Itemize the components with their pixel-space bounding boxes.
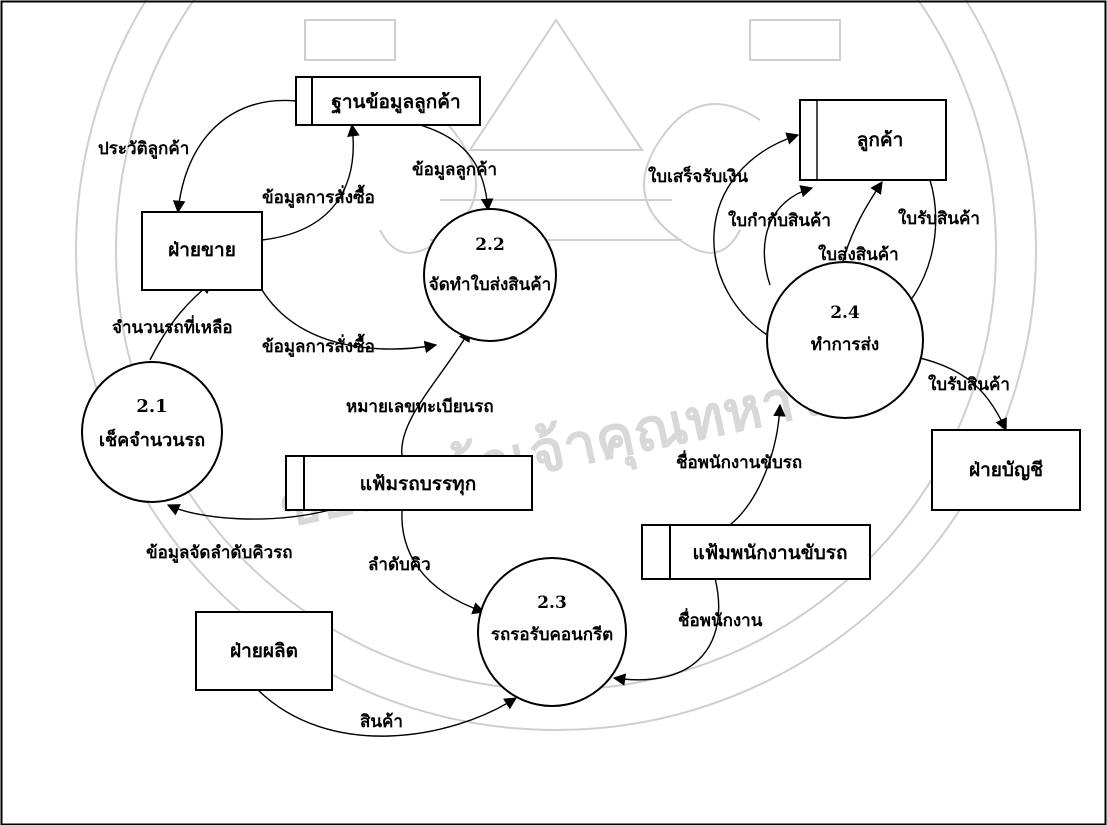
entity-customer: ลูกค้า	[799, 99, 947, 181]
flow-customer-info	[419, 124, 494, 212]
process-2-1-name: เช็คจำนวนรถ	[99, 428, 205, 451]
process-2-1: 2.1 เช็คจำนวนรถ	[81, 361, 223, 503]
label-order-info-mid: ข้อมูลการสั่งซื้อ	[262, 333, 375, 358]
label-order-info-top: ข้อมูลการสั่งซื้อ	[262, 184, 375, 209]
datastore-driver-file: แฟ้มพนักงานขับรถ	[641, 524, 871, 580]
flow-order-info-top	[261, 123, 360, 241]
label-invoice: ใบกำกับสินค้า	[728, 210, 831, 231]
label-delivery-note: ใบส่งสินค้า	[818, 244, 899, 265]
process-2-2-number: 2.2	[475, 235, 505, 255]
process-2-3: 2.3 รถรอรับคอนกรีต	[477, 557, 627, 707]
watermark-text: ข้อมเกล้าเจ้าคุณทหาร	[273, 359, 831, 544]
entity-sales: ฝ่ายขาย	[141, 211, 263, 291]
entity-production-label: ฝ่ายผลิต	[230, 640, 298, 662]
label-queue: ลำดับคิว	[368, 555, 431, 575]
flow-license-plate	[401, 328, 471, 457]
label-goods-receipt-1: ใบรับสินค้า	[898, 208, 980, 229]
label-customer-history: ประวัติลูกค้า	[98, 139, 189, 160]
flow-goods	[257, 689, 518, 737]
flow-queue-info	[166, 504, 331, 520]
datastore-truck-file: แฟ้มรถบรรทุก	[285, 455, 533, 511]
datastore-customer-db: ฐานข้อมูลลูกค้า	[295, 76, 481, 126]
flow-delivery-note	[839, 180, 883, 273]
flow-driver-name-full	[729, 403, 786, 526]
label-goods: สินค้า	[360, 712, 403, 732]
flow-receipt	[713, 132, 800, 341]
entity-accounting: ฝ่ายบัญชี	[931, 429, 1081, 511]
entity-customer-label: ลูกค้า	[857, 129, 904, 152]
process-2-4-number: 2.4	[830, 303, 860, 323]
label-driver-name: ชื่อพนักงาน	[678, 608, 763, 631]
entity-production: ฝ่ายผลิต	[195, 611, 333, 691]
entity-sales-label: ฝ่ายขาย	[168, 239, 236, 261]
process-2-2: 2.2 จัดทำใบส่งสินค้า	[423, 208, 557, 342]
process-2-4: 2.4 ทำการส่ง	[766, 261, 924, 419]
entity-accounting-label: ฝ่ายบัญชี	[969, 459, 1043, 481]
process-2-4-name: ทำการส่ง	[811, 335, 879, 355]
label-goods-receipt-2: ใบรับสินค้า	[928, 374, 1010, 395]
datastore-truck-file-label: แฟ้มรถบรรทุก	[360, 473, 476, 496]
process-2-2-name: จัดทำใบส่งสินค้า	[429, 274, 551, 295]
flow-driver-name	[612, 577, 720, 686]
label-remaining-trucks: จำนวนรถที่เหลือ	[112, 315, 233, 338]
flow-customer-history	[172, 99, 297, 214]
label-driver-name-full: ชื่อพนักงานขับรถ	[676, 450, 802, 473]
label-license-plate: หมายเลขทะเบียนรถ	[346, 396, 494, 417]
flow-queue	[401, 509, 486, 615]
process-2-3-number: 2.3	[537, 593, 567, 613]
flow-labels: ประวัติลูกค้า ข้อมูลการสั่งซื้อ ข้อมูลลู…	[98, 139, 1010, 732]
flow-order-info-mid	[261, 289, 438, 354]
process-2-3-name: รถรอรับคอนกรีต	[491, 624, 613, 645]
flow-invoice	[763, 185, 814, 286]
label-customer-info: ข้อมูลลูกค้า	[412, 160, 497, 181]
datastore-customer-db-label: ฐานข้อมูลลูกค้า	[331, 91, 460, 115]
datastore-driver-file-label: แฟ้มพนักงานขับรถ	[693, 542, 848, 564]
label-queue-info: ข้อมูลจัดลำดับคิวรถ	[146, 543, 293, 564]
label-receipt: ใบเสร็จรับเงิน	[648, 164, 748, 187]
process-2-1-number: 2.1	[136, 396, 167, 417]
